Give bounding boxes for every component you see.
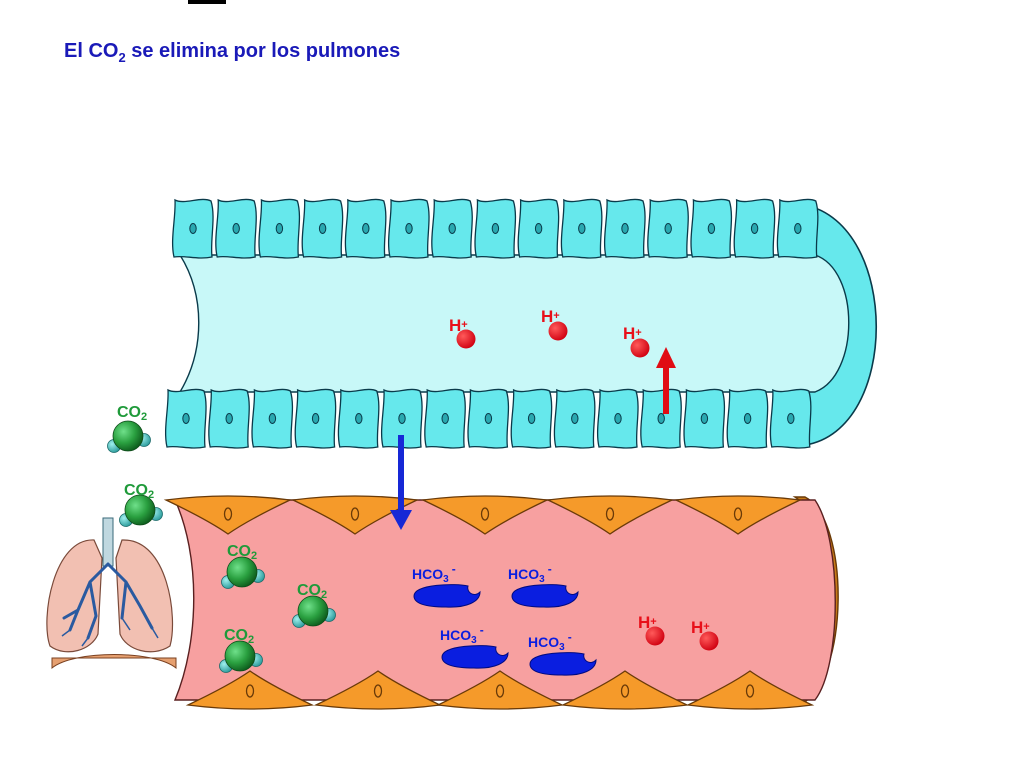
undefined <box>685 670 815 710</box>
arrow-up-red <box>656 347 676 414</box>
bicarbonate-icon: HCO3- <box>412 562 481 608</box>
alveolar-cell <box>776 198 819 259</box>
co2-label: CO2 <box>124 482 154 501</box>
alveolar-cell <box>467 388 510 449</box>
bicarbonate-label: HCO3- <box>440 623 484 646</box>
alveolus <box>164 198 878 449</box>
alveolar-cell <box>640 388 682 449</box>
alveolar-cell <box>208 388 250 449</box>
alveolar-cell <box>769 388 812 449</box>
undefined <box>545 495 675 535</box>
alveolar-cell <box>510 388 553 449</box>
co2-molecule-icon: CO2 <box>219 627 263 673</box>
alveolus-lumen <box>178 254 850 393</box>
undefined <box>560 670 690 710</box>
proton-label: H+ <box>691 618 710 637</box>
alveolar-cell <box>258 198 301 259</box>
alveolar-cell <box>560 198 603 259</box>
alveolar-cell <box>690 198 733 259</box>
alveolar-cells-top <box>171 198 819 259</box>
alveolar-cell <box>603 198 646 259</box>
co2-label: CO2 <box>297 582 327 601</box>
co2-molecule-icon: CO2 <box>292 582 336 628</box>
undefined <box>673 495 803 535</box>
alveolar-cells-bottom <box>164 388 812 449</box>
alveolar-cell <box>474 198 517 259</box>
proton-icon: H+ <box>623 324 650 358</box>
proton-label: H+ <box>623 324 642 343</box>
page-title: El CO2 se elimina por los pulmones <box>64 40 401 65</box>
undefined <box>420 495 550 535</box>
bicarbonate-icon: HCO3- <box>528 630 597 676</box>
bicarbonate-icon: HCO3- <box>508 562 579 608</box>
alveolar-cell <box>424 388 466 449</box>
blood-lumen <box>173 499 836 701</box>
co2-molecule-icon: CO2 <box>119 482 163 527</box>
undefined <box>313 670 443 710</box>
alveolar-cell <box>215 198 257 259</box>
co2-molecule-icon: CO2 <box>107 404 151 453</box>
bicarbonate-label: HCO3- <box>528 630 572 653</box>
alveolar-cell <box>683 388 726 449</box>
alveolar-cell <box>733 198 776 259</box>
alveolar-cell <box>553 388 596 449</box>
endothelial-cells-top <box>163 495 803 535</box>
bicarbonate-label: HCO3- <box>412 562 456 585</box>
undefined <box>185 670 315 710</box>
co2-molecule-icon: CO2 <box>221 543 265 589</box>
alveolar-cell <box>726 388 769 449</box>
top-bar <box>188 0 226 4</box>
proton-icon: H+ <box>691 618 719 651</box>
alveolar-cell <box>387 198 430 259</box>
undefined <box>435 670 565 710</box>
co2-label: CO2 <box>227 543 257 562</box>
alveolar-cell <box>431 198 473 259</box>
alveolar-cell <box>337 388 380 449</box>
lungs-icon <box>46 517 177 670</box>
alveolar-cell <box>647 198 689 259</box>
arrow-down-blue <box>390 435 412 530</box>
alveolar-cell <box>596 388 639 449</box>
alveolar-cell <box>301 198 344 259</box>
alveolar-cell <box>294 388 337 449</box>
co2-label: CO2 <box>117 404 147 423</box>
proton-icon: H+ <box>449 316 476 349</box>
capillary <box>163 495 839 710</box>
proton-icon: H+ <box>638 613 665 646</box>
co2-label: CO2 <box>224 627 254 646</box>
bicarbonate-label: HCO3- <box>508 562 552 585</box>
proton-label: H+ <box>449 316 468 335</box>
undefined <box>290 495 420 535</box>
proton-label: H+ <box>638 613 657 632</box>
alveolar-cell <box>380 388 423 449</box>
alveolar-cell <box>251 388 294 449</box>
proton-icon: H+ <box>541 307 568 341</box>
alveolar-cell <box>171 198 214 259</box>
bicarbonate-icon: HCO3- <box>440 623 509 669</box>
alveolar-cell <box>344 198 387 259</box>
undefined <box>163 495 293 535</box>
alveolar-cell <box>517 198 560 259</box>
alveolar-cell <box>164 388 207 449</box>
proton-label: H+ <box>541 307 560 326</box>
endothelial-cells-bottom <box>185 670 815 710</box>
